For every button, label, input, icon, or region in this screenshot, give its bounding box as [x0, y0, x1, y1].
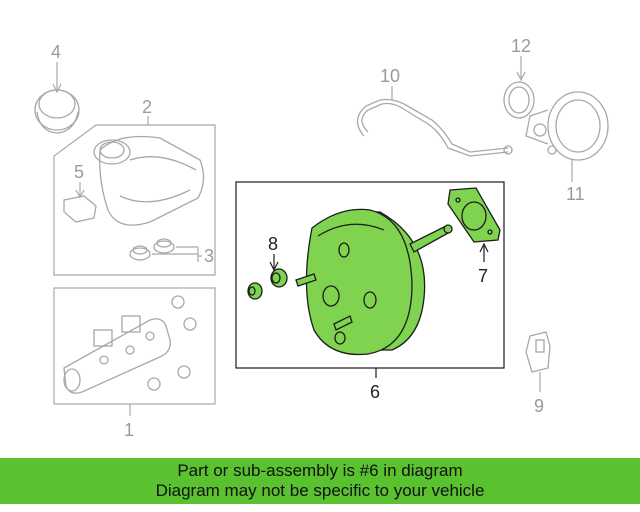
- part-4-reservoir-cap: [34, 62, 80, 134]
- part-11-vacuum-pump: [525, 91, 609, 182]
- callout-2: 2: [142, 97, 152, 117]
- callout-4: 4: [51, 42, 61, 62]
- part-1-master-cylinder-box: [53, 287, 216, 416]
- callout-1: 1: [124, 420, 134, 440]
- callout-5: 5: [74, 162, 84, 182]
- callout-6: 6: [370, 382, 380, 402]
- part-6-brake-booster: [295, 208, 453, 356]
- part-9-sensor: [525, 331, 551, 392]
- callout-9: 9: [534, 396, 544, 416]
- callout-11: 11: [566, 184, 585, 204]
- part-8-grommet: [247, 254, 288, 300]
- parts-diagram: 4 2 5 3: [34, 36, 609, 440]
- banner-line-2: Diagram may not be specific to your vehi…: [155, 481, 485, 500]
- part-2-reservoir-box: [53, 116, 216, 276]
- callout-8: 8: [268, 234, 278, 254]
- banner-line-1: Part or sub-assembly is #6 in diagram: [177, 461, 463, 480]
- callout-3: 3: [204, 246, 214, 266]
- callout-10: 10: [380, 66, 400, 86]
- info-banner: Part or sub-assembly is #6 in diagram Di…: [0, 458, 640, 504]
- part-6-brake-booster-box: [235, 181, 505, 378]
- callout-7: 7: [478, 266, 488, 286]
- part-7-gasket: [447, 187, 501, 262]
- part-12-seal-ring: [503, 56, 535, 119]
- part-10-vacuum-hose: [356, 86, 513, 157]
- callout-12: 12: [511, 36, 531, 56]
